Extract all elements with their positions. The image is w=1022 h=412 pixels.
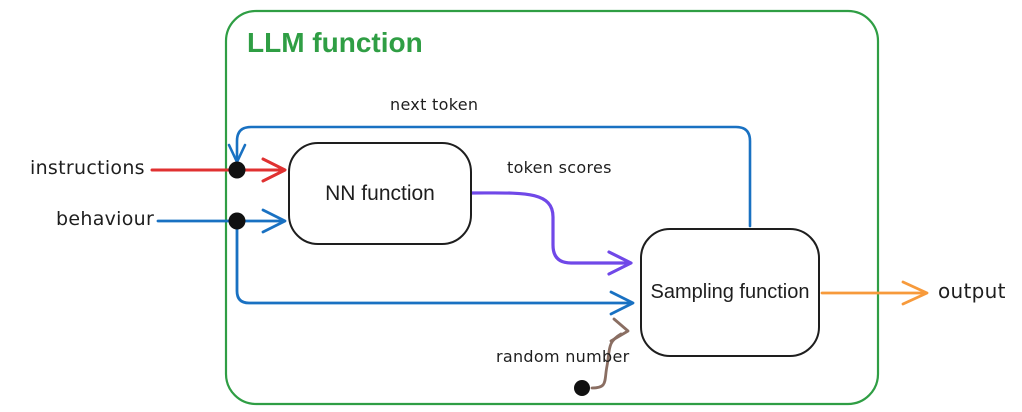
arrowhead-upright-icon [609,317,630,343]
token-scores-arrow [470,191,633,276]
nn-function-box: NN function [288,142,472,245]
instructions-junction-dot [228,161,246,179]
nn-function-label: NN function [325,181,435,205]
token-scores-label: token scores [507,158,612,177]
behaviour-junction-dot [228,212,246,230]
sampling-function-box: Sampling function [640,228,820,357]
llm-function-title: LLM function [247,27,423,58]
output-label: output [938,279,1006,303]
random-number-arrow [590,317,630,390]
arrowhead-right-icon [901,280,929,306]
next-token-label: next token [390,95,479,114]
instructions-label: instructions [30,157,145,179]
arrowhead-right-icon [607,250,633,276]
junction-dots [228,161,590,396]
behaviour-arrow [156,208,635,316]
instructions-arrow [150,157,287,183]
random-number-label: random number [496,347,630,366]
sampling-function-label: Sampling function [650,281,810,303]
output-arrow [820,280,929,306]
behaviour-label: behaviour [56,208,155,230]
random-number-dot [574,380,590,396]
arrowhead-right-icon [261,208,287,234]
arrowhead-right-icon [261,157,287,183]
arrowhead-right-icon [609,290,635,316]
llm-function-container-border [224,9,880,406]
